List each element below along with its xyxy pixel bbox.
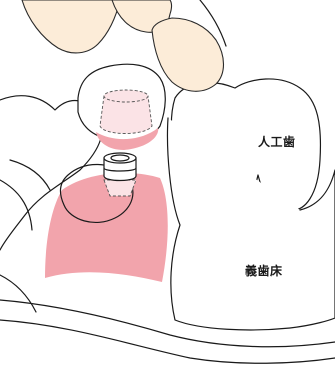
attachment-icon xyxy=(104,153,136,181)
denture-base-gum xyxy=(45,173,168,282)
label-artificial-tooth: 人工歯 xyxy=(258,133,296,150)
label-denture-base: 義歯床 xyxy=(245,262,283,279)
crown-fitting-cup-top xyxy=(104,90,148,102)
base-contour-3 xyxy=(0,275,36,312)
